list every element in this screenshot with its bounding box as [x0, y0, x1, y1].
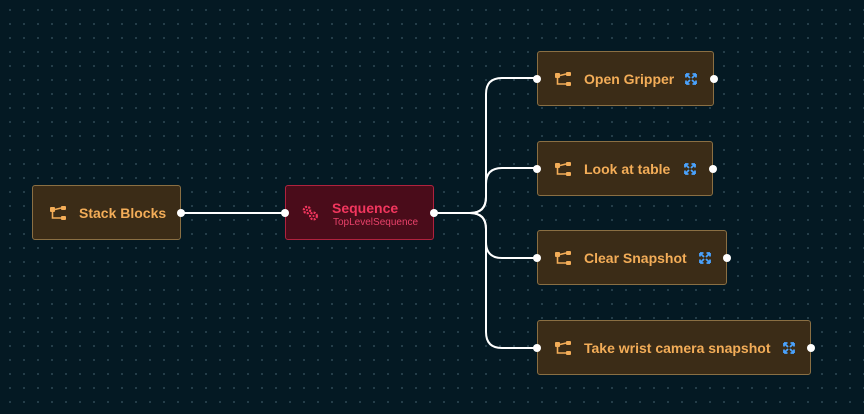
subtree-icon [50, 205, 66, 220]
edge-sequence-to-clear-snapshot [434, 212, 537, 259]
output-port[interactable] [723, 253, 731, 262]
node-label: Look at table [584, 160, 671, 177]
input-port[interactable] [281, 208, 289, 217]
node-label: Take wrist camera snapshot [584, 339, 771, 356]
edge-sequence-to-look-at-table [434, 167, 537, 214]
node-label: Stack Blocks [79, 204, 167, 221]
subtree-icon [555, 71, 571, 86]
subtree-icon [555, 340, 571, 355]
node-take-wrist-camera-snapshot[interactable]: Take wrist camera snapshot [533, 320, 815, 375]
input-port[interactable] [533, 253, 541, 262]
expand-icon[interactable] [783, 341, 795, 354]
node-label: Clear Snapshot [584, 249, 687, 266]
subtree-icon [555, 250, 571, 265]
node-stack-blocks[interactable]: Stack Blocks [32, 185, 185, 240]
node-look-at-table[interactable]: Look at table [533, 141, 717, 196]
output-port[interactable] [709, 164, 717, 173]
expand-icon[interactable] [699, 251, 711, 264]
output-port[interactable] [430, 208, 438, 217]
gears-icon [302, 205, 319, 221]
node-sequence[interactable]: Sequence TopLevelSequence [281, 185, 438, 240]
edge-sequence-to-take-wrist-camera-snapshot [434, 212, 537, 349]
output-port[interactable] [177, 208, 185, 217]
node-sublabel: TopLevelSequence [333, 217, 419, 228]
input-port[interactable] [533, 343, 541, 352]
subtree-icon [555, 161, 571, 176]
expand-icon[interactable] [684, 162, 696, 175]
node-label: Sequence [332, 200, 399, 216]
output-port[interactable] [807, 343, 815, 352]
output-port[interactable] [710, 74, 718, 83]
edge-sequence-to-open-gripper [434, 77, 537, 214]
expand-icon[interactable] [685, 72, 697, 85]
input-port[interactable] [533, 74, 541, 83]
node-clear-snapshot[interactable]: Clear Snapshot [533, 230, 731, 285]
input-port[interactable] [533, 164, 541, 173]
node-open-gripper[interactable]: Open Gripper [533, 51, 718, 106]
node-label: Open Gripper [584, 70, 675, 87]
